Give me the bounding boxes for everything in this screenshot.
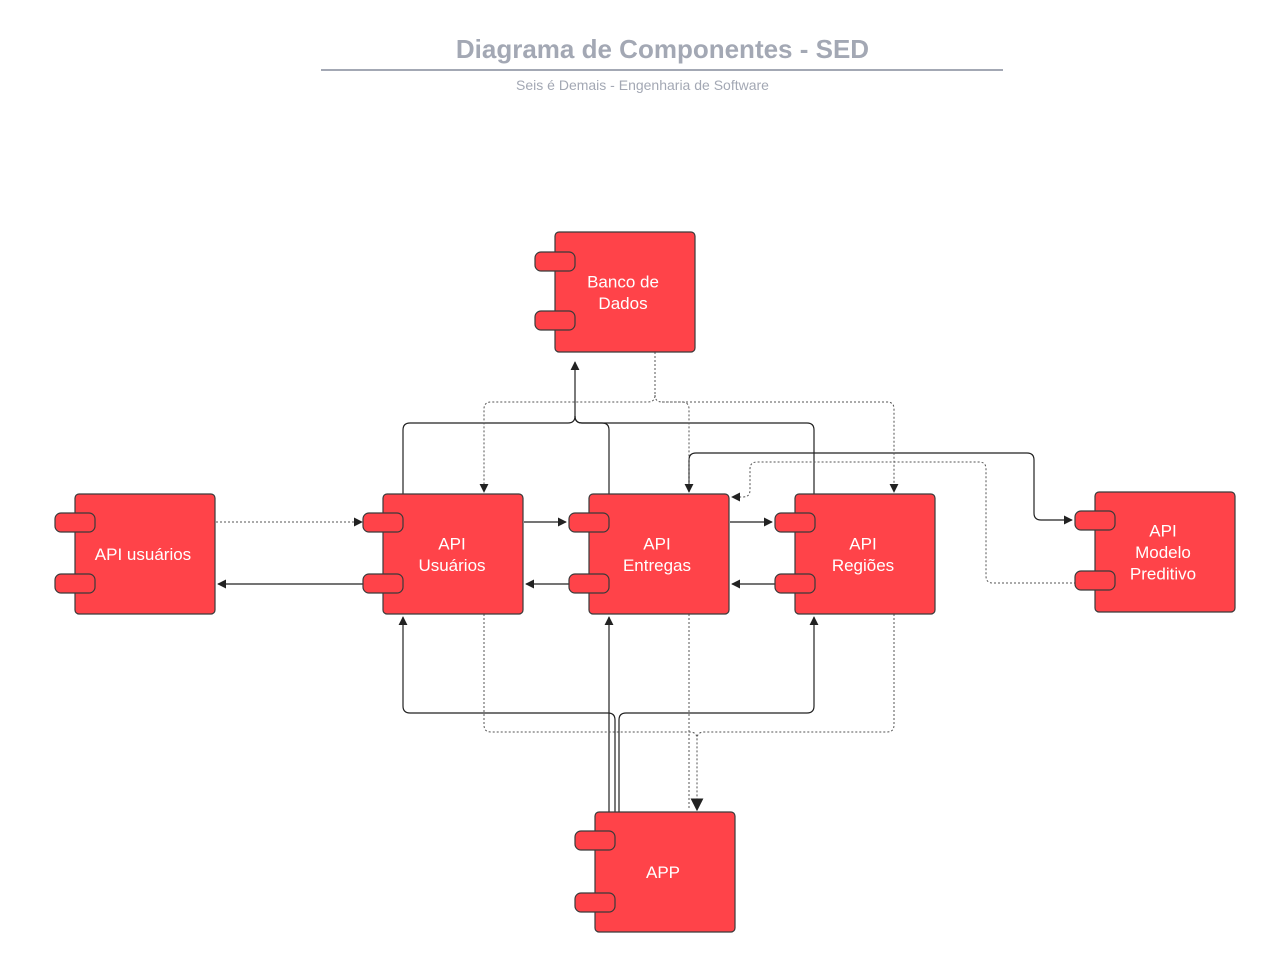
component-label: API Entregas [623, 534, 691, 575]
component-label-line: APP [646, 863, 680, 882]
component-app[interactable]: APP [574, 811, 736, 933]
component-port-icon [362, 573, 404, 594]
component-label: API Regiões [832, 534, 894, 575]
component-port-icon [1074, 510, 1116, 531]
component-label-line: Dados [598, 294, 647, 313]
component-label: APP [646, 863, 680, 882]
component-api-usuarios[interactable]: API Usuários [362, 493, 524, 615]
connector-app-to-regioes [618, 616, 819, 812]
component-body [74, 493, 216, 615]
component-body [382, 493, 524, 615]
component-label-line: Regiões [832, 556, 894, 575]
dotted-db-to-usuarios [479, 352, 656, 493]
component-port-icon [774, 573, 816, 594]
connector-usuarios-to-db [402, 361, 580, 494]
component-label-line: API [438, 534, 465, 553]
component-label-line: Entregas [623, 556, 691, 575]
dotted-connectors [216, 352, 1076, 812]
component-port-icon [534, 251, 576, 272]
connector-regioes-to-db [574, 415, 815, 494]
component-label: Banco de Dados [587, 272, 659, 313]
component-port-icon [568, 573, 610, 594]
title-underline [321, 69, 1003, 71]
diagram-title: Diagrama de Componentes - SED [455, 34, 870, 64]
component-port-icon [568, 512, 610, 533]
connector-entregas-to-db [574, 415, 610, 494]
component-port-icon [534, 310, 576, 331]
component-api-usuarios-ext[interactable]: API usuários [54, 493, 216, 615]
component-port-icon [574, 830, 616, 851]
dotted-db-to-regioes [662, 401, 899, 493]
connector-app-to-usuarios [398, 616, 616, 812]
component-banco-de-dados[interactable]: Banco de Dados [534, 231, 696, 353]
component-body [794, 493, 936, 615]
component-label-line: API usuários [95, 545, 191, 564]
component-label: API Usuários [418, 534, 485, 575]
component-body [588, 493, 730, 615]
component-body [554, 231, 696, 353]
component-label-line: Modelo [1135, 543, 1191, 562]
component-port-icon [774, 512, 816, 533]
component-api-entregas[interactable]: API Entregas [568, 493, 730, 615]
connector-entregas-to-modelo [688, 452, 1073, 525]
dotted-db-to-entregas [654, 394, 694, 493]
component-port-icon [54, 512, 96, 533]
component-port-icon [362, 512, 404, 533]
component-label-line: Usuários [418, 556, 485, 575]
component-label: API usuários [95, 545, 191, 564]
component-label-line: API [849, 534, 876, 553]
component-label-line: API [643, 534, 670, 553]
component-label-line: API [1149, 522, 1176, 541]
dotted-modelo-to-entregas [731, 461, 1076, 584]
component-port-icon [574, 892, 616, 913]
component-port-icon [54, 573, 96, 594]
diagram-subtitle: Seis é Demais - Engenharia de Software [516, 77, 769, 93]
component-port-icon [1074, 570, 1116, 591]
dotted-regioes-to-app [696, 614, 895, 740]
component-body [1094, 491, 1236, 613]
dotted-usuarios-to-app [483, 614, 704, 812]
component-api-regioes[interactable]: API Regiões [774, 493, 936, 615]
component-label-line: Banco de [587, 272, 659, 291]
component-body [594, 811, 736, 933]
component-label-line: Preditivo [1130, 565, 1196, 584]
